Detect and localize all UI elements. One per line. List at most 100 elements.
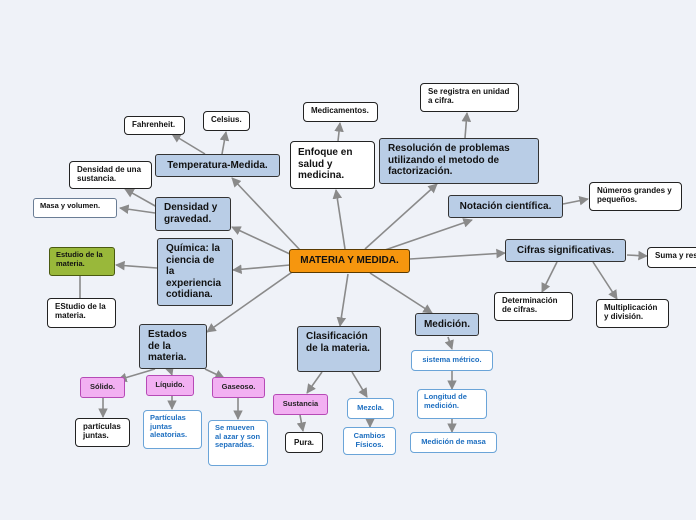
topic-notacion-label: Notación científica. [459,200,552,212]
link-center-temperatura [231,177,301,251]
leaf-particulas-aleatorias-label: Partículas juntas aleatorias. [150,413,188,440]
link-estados-liquido [164,365,174,376]
leaf-determinacion-node[interactable]: Determinación de cifras. [494,292,573,321]
topic-temperatura-node[interactable]: Temperatura-Medida. [155,154,280,177]
link-cifras-multiplicacion [592,261,618,300]
leaf-solido-label: Sólido. [90,382,115,392]
leaf-longitud-node[interactable]: Longitud de medición. [417,389,487,419]
leaf-medicion-masa-label: Medición de masa [421,437,486,447]
topic-estados-node[interactable]: Estados de la materia. [139,324,207,369]
link-center-quimica [232,264,291,275]
link-estados-gaseoso [204,368,225,379]
leaf-se-registra-label: Se registra en unidad a cifra. [428,87,510,106]
link-quimica-estudio [115,260,158,271]
link-center-enfoque [332,189,346,250]
leaf-se-mueven-node[interactable]: Se mueven al azar y son separadas. [208,420,268,466]
link-sustancia-pura [296,414,307,432]
topic-medicion-label: Medición. [423,318,471,330]
topic-estados-label: Estados de la materia. [148,329,187,363]
topic-clasificacion-label: Clasificación de la materia. [306,331,370,354]
topic-enfoque-node[interactable]: Enfoque en salud y medicina. [290,141,375,189]
leaf-estudio-green-label: Estudio de la materia. [56,250,103,268]
leaf-cambios-label: Cambios Físicos. [353,431,386,449]
leaf-longitud-label: Longitud de medición. [424,392,467,410]
topic-cifras-label: Cifras significativas. [516,244,615,256]
link-temp-celsius [219,131,230,155]
leaf-estudio-green-node[interactable]: Estudio de la materia. [49,247,115,276]
link-notacion-numeros [562,195,589,206]
link-center-resolucion [364,183,438,250]
leaf-gaseoso-label: Gaseoso. [221,382,256,392]
leaf-suma-label: Suma y resta. [655,251,696,260]
leaf-se-registra-node[interactable]: Se registra en unidad a cifra. [420,83,519,112]
link-center-densidad [231,226,293,256]
topic-resolucion-label: Resolución de problemas utilizando el me… [388,143,510,177]
leaf-pura-node[interactable]: Pura. [285,432,323,453]
topic-quimica-label: Química: la ciencia de la experiencia co… [166,243,222,300]
leaf-densidad-sustancia-label: Densidad de una sustancia. [77,165,142,184]
leaf-medicion-masa-node[interactable]: Medición de masa [410,432,497,453]
leaf-determinacion-label: Determinación de cifras. [502,296,558,315]
leaf-fahrenheit-label: Fahrenheit. [132,120,176,129]
leaf-estudio-white-node[interactable]: EStudio de la materia. [47,298,116,328]
link-center-cifras [409,248,506,260]
leaf-estudio-white-label: EStudio de la materia. [55,302,106,321]
leaf-numeros-label: Números grandes y pequeños. [597,186,672,205]
topic-densidad-node[interactable]: Densidad y gravedad. [155,197,231,231]
link-center-notacion [384,218,473,251]
topic-clasificacion-node[interactable]: Clasificación de la materia. [297,326,381,372]
link-clasif-mezcla [351,371,368,398]
leaf-mezcla-label: Mezcla. [357,403,384,413]
leaf-gaseoso-node[interactable]: Gaseoso. [212,377,265,398]
leaf-liquido-node[interactable]: Líquido. [146,375,194,396]
link-resolucion-registra [461,112,472,139]
topic-cifras-node[interactable]: Cifras significativas. [505,239,626,262]
leaf-liquido-label: Líquido. [155,380,185,390]
leaf-sustancia-label: Sustancia [282,399,319,409]
topic-quimica-node[interactable]: Química: la ciencia de la experiencia co… [157,238,233,306]
link-clasif-sustancia [306,371,323,394]
leaf-pura-label: Pura. [293,437,314,447]
central-topic-label: MATERIA Y MEDIDA. [300,255,399,267]
leaf-suma-node[interactable]: Suma y resta. [647,247,696,268]
leaf-numeros-node[interactable]: Números grandes y pequeños. [589,182,682,211]
topic-resolucion-node[interactable]: Resolución de problemas utilizando el me… [379,138,539,184]
leaf-masa-volumen-label: Masa y volumen. [40,201,101,210]
leaf-sistema-metrico-node[interactable]: sistema métrico. [411,350,493,371]
leaf-masa-volumen-node[interactable]: Masa y volumen. [33,198,117,218]
link-enfoque-medicamentos [334,122,344,142]
link-temp-fahrenheit [171,133,206,155]
link-densidad-masa [119,204,156,214]
link-cifras-determinacion [541,261,558,293]
leaf-solido-node[interactable]: Sólido. [80,377,125,398]
leaf-se-mueven-label: Se mueven al azar y son separadas. [215,423,261,450]
leaf-celsius-node[interactable]: Celsius. [203,111,250,131]
leaf-cambios-node[interactable]: Cambios Físicos. [343,427,396,455]
leaf-multiplicacion-label: Multiplicación y división. [604,303,658,322]
link-center-clasificacion [336,273,349,327]
leaf-densidad-sustancia-node[interactable]: Densidad de una sustancia. [69,161,152,189]
leaf-particulas-juntas-node[interactable]: partículas juntas. [75,418,130,447]
leaf-medicamentos-node[interactable]: Medicamentos. [303,102,378,122]
topic-notacion-node[interactable]: Notación científica. [448,195,563,218]
leaf-sistema-metrico-label: sistema métrico. [422,355,482,365]
leaf-sustancia-node[interactable]: Sustancia [273,394,328,415]
leaf-particulas-aleatorias-node[interactable]: Partículas juntas aleatorias. [143,410,202,449]
leaf-particulas-juntas-label: partículas juntas. [83,422,121,441]
link-medicion-sistema [444,336,454,350]
topic-enfoque-label: Enfoque en salud y medicina. [298,147,353,181]
topic-densidad-label: Densidad y gravedad. [164,202,218,225]
leaf-multiplicacion-node[interactable]: Multiplicación y división. [596,299,669,328]
leaf-mezcla-node[interactable]: Mezcla. [347,398,394,419]
topic-medicion-node[interactable]: Medición. [415,313,479,336]
link-cifras-suma [626,250,648,261]
leaf-celsius-label: Celsius. [211,115,242,124]
leaf-medicamentos-label: Medicamentos. [311,106,369,115]
leaf-fahrenheit-node[interactable]: Fahrenheit. [124,116,185,135]
central-topic-node[interactable]: MATERIA Y MEDIDA. [289,249,410,273]
topic-temperatura-label: Temperatura-Medida. [167,159,268,171]
link-densidad-sustancia [124,188,158,208]
link-center-medicion [369,272,433,314]
link-center-estados [206,269,296,333]
